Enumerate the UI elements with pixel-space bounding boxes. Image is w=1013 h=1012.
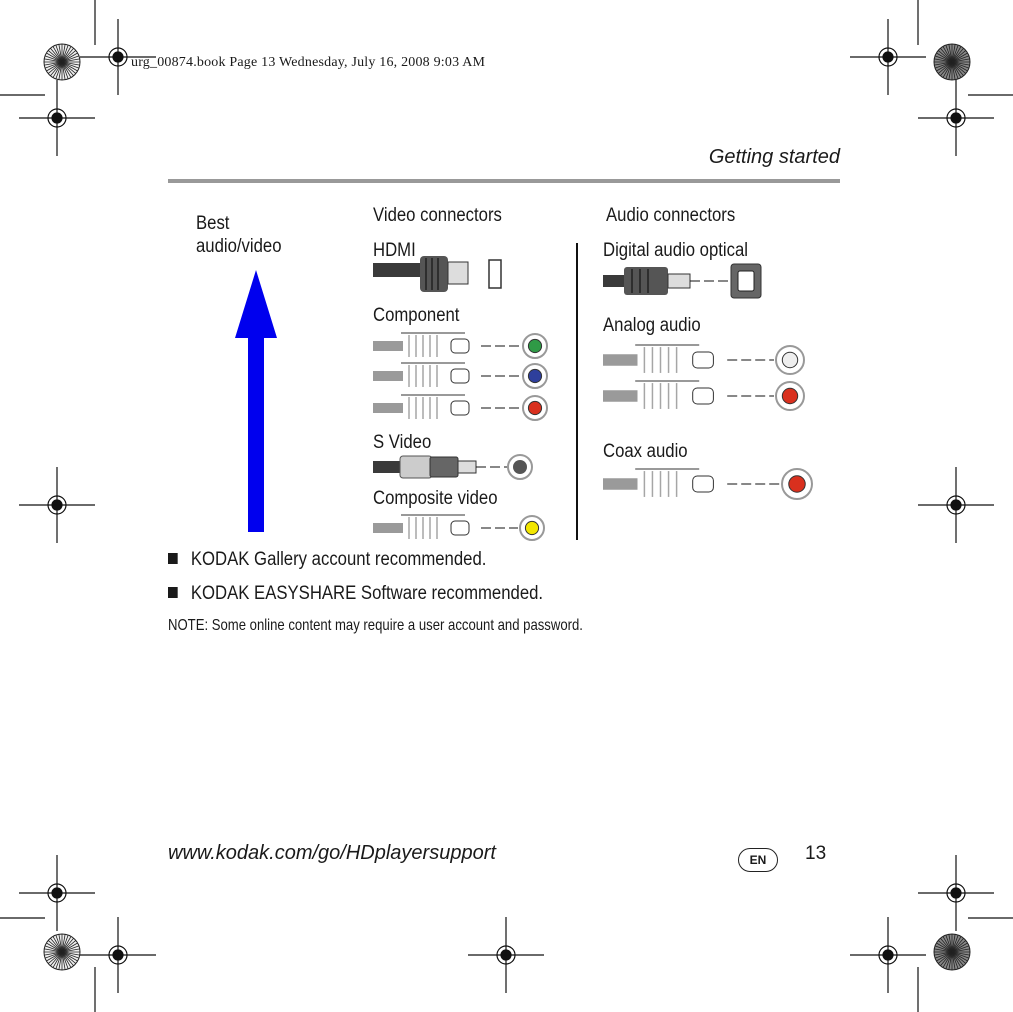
registration-crosshair: [850, 19, 926, 95]
bullet-item: KODAK Gallery account recommended.: [168, 549, 486, 571]
support-url[interactable]: www.kodak.com/go/HDplayersupport: [168, 842, 496, 864]
component-cables-icon: [373, 332, 548, 421]
language-badge: EN: [738, 848, 778, 872]
rca-plug: [373, 514, 545, 541]
registration-starburst: [43, 933, 81, 971]
bullet-square-icon: [168, 553, 178, 564]
hdmi-label: HDMI: [373, 240, 416, 261]
rca-plug: [373, 394, 548, 421]
rca-plug: [373, 362, 548, 389]
registration-crosshair: [80, 19, 156, 95]
connectors-illustration: [235, 243, 813, 541]
registration-crosshair: [918, 80, 994, 156]
registration-crosshair: [19, 467, 95, 543]
analog-audio-cables-icon: [603, 344, 805, 411]
video-connectors-heading: Video connectors: [373, 205, 502, 226]
registration-crosshair: [850, 917, 926, 993]
rca-plug: [373, 332, 548, 359]
note-text: NOTE: Some online content may require a …: [168, 617, 583, 634]
component-label: Component: [373, 305, 460, 326]
page-number: 13: [805, 843, 827, 864]
bullet-item: KODAK EASYSHARE Software recommended.: [168, 583, 543, 605]
svideo-cable-icon: [373, 454, 533, 480]
registration-crosshair: [19, 855, 95, 931]
rca-plug: [603, 344, 805, 375]
registration-starburst: [933, 933, 971, 971]
digital-optical-label: Digital audio optical: [603, 240, 748, 261]
best-quality-arrow: [235, 270, 277, 532]
composite-label: Composite video: [373, 488, 498, 509]
analog-audio-label: Analog audio: [603, 315, 701, 336]
coax-audio-label: Coax audio: [603, 441, 688, 462]
coax-audio-cable-icon: [603, 468, 813, 500]
best-label-line2: audio/video: [196, 236, 282, 257]
registration-crosshair: [918, 467, 994, 543]
best-label-line1: Best: [196, 213, 230, 234]
bullet-text: KODAK Gallery account recommended.: [190, 549, 487, 570]
registration-crosshair: [918, 855, 994, 931]
optical-cable-icon: [603, 263, 762, 299]
page-header-title: Getting started: [708, 146, 840, 168]
registration-crosshair: [19, 80, 95, 156]
header-rule: [168, 179, 840, 183]
connectors-figure: Best audio/video Video connectors Audio …: [196, 205, 813, 541]
audio-connectors-heading: Audio connectors: [606, 205, 736, 226]
registration-crosshair: [468, 917, 544, 993]
bullet-text: KODAK EASYSHARE Software recommended.: [190, 583, 544, 604]
svideo-label: S Video: [373, 432, 432, 453]
composite-cable-icon: [373, 514, 545, 541]
hdmi-cable-icon: [373, 256, 502, 292]
rca-plug: [603, 380, 805, 411]
registration-starburst: [933, 43, 971, 81]
registration-crosshair: [80, 917, 156, 993]
rca-plug: [603, 468, 813, 500]
bullet-square-icon: [168, 587, 178, 598]
registration-starburst: [43, 43, 81, 81]
print-slug: urg_00874.book Page 13 Wednesday, July 1…: [131, 55, 486, 70]
